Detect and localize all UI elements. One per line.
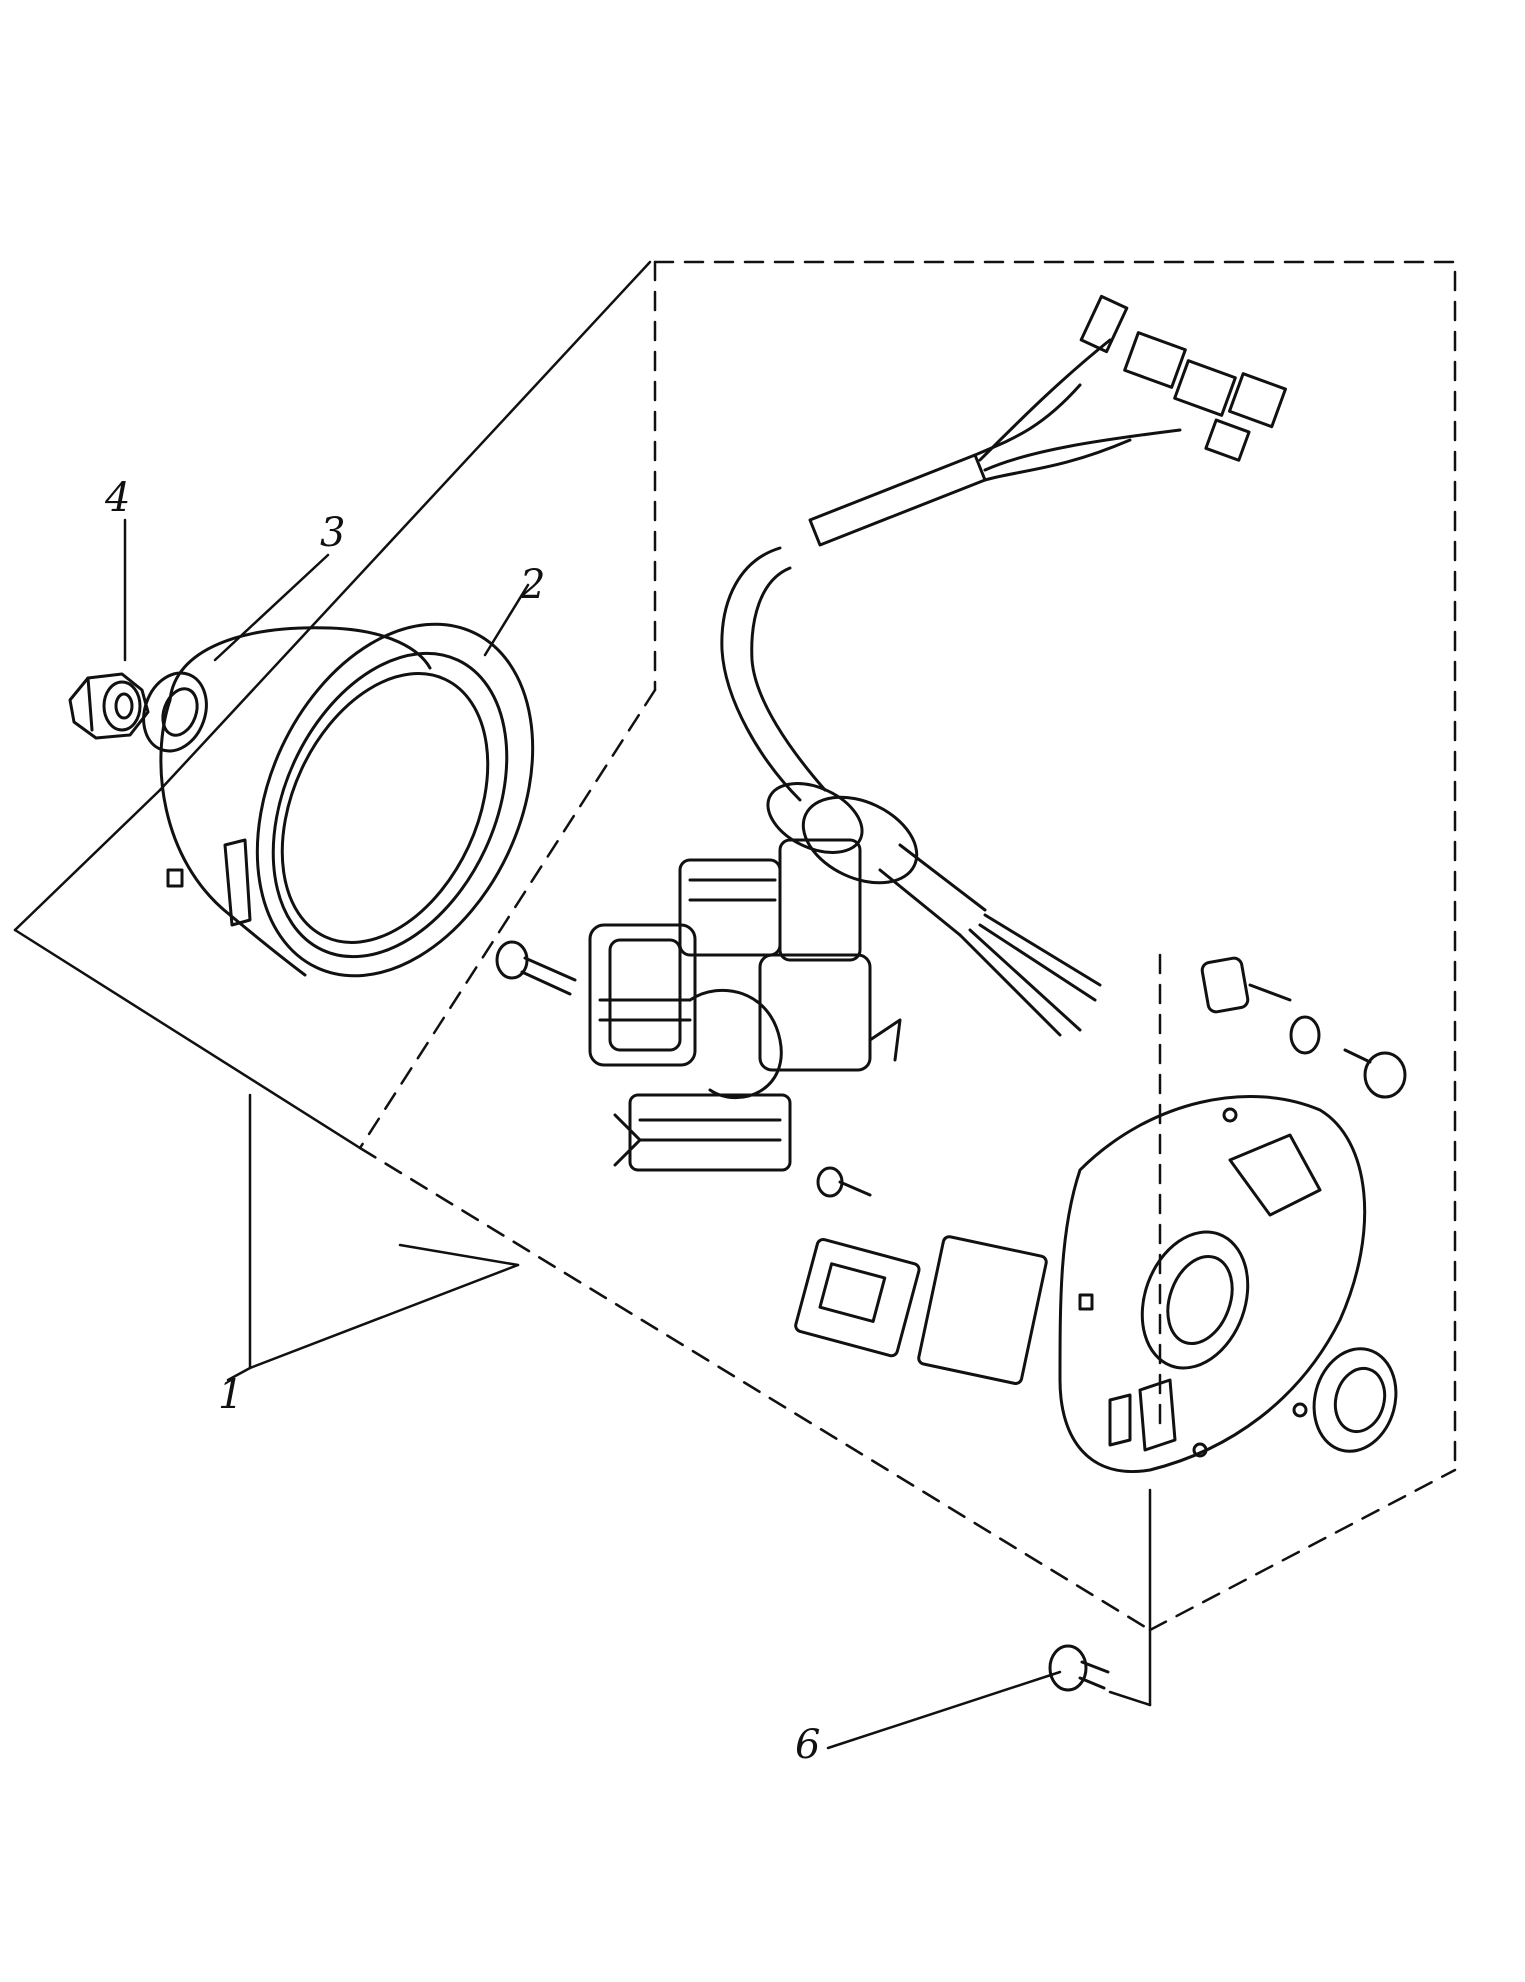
assembly-boundary — [358, 260, 1457, 1632]
wiring-harness — [720, 294, 1287, 1037]
plate-fasteners — [1200, 956, 1407, 1099]
flywheel-rotor — [159, 622, 535, 978]
nut — [68, 672, 150, 740]
callout-6: 6 — [795, 1722, 821, 1768]
stator-bolt — [495, 940, 577, 996]
callout-4: 4 — [105, 475, 131, 521]
pickup-coil — [794, 1166, 1048, 1385]
callout-3: 3 — [320, 510, 346, 556]
callout-2: 2 — [520, 562, 546, 608]
callout-1: 1 — [218, 1372, 244, 1418]
stator-plate — [1058, 1095, 1367, 1473]
stator-coil — [588, 838, 902, 1172]
oil-seal — [1312, 1347, 1398, 1453]
screw — [1048, 1644, 1110, 1692]
leader-lines — [13, 260, 1152, 1750]
